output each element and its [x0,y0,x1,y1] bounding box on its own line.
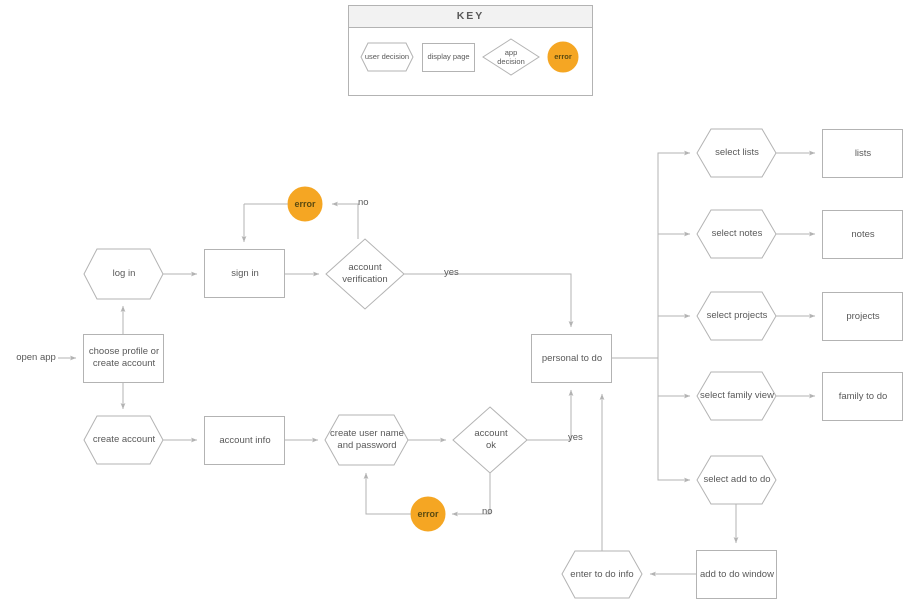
edge-label-yes-account-ok: yes [568,432,583,443]
key-title: KEY [456,10,485,22]
edge-label-yes-verification: yes [444,267,459,278]
edge-label-no-sign-in: no [358,197,369,208]
edge-label-no-account-ok: no [482,506,493,517]
